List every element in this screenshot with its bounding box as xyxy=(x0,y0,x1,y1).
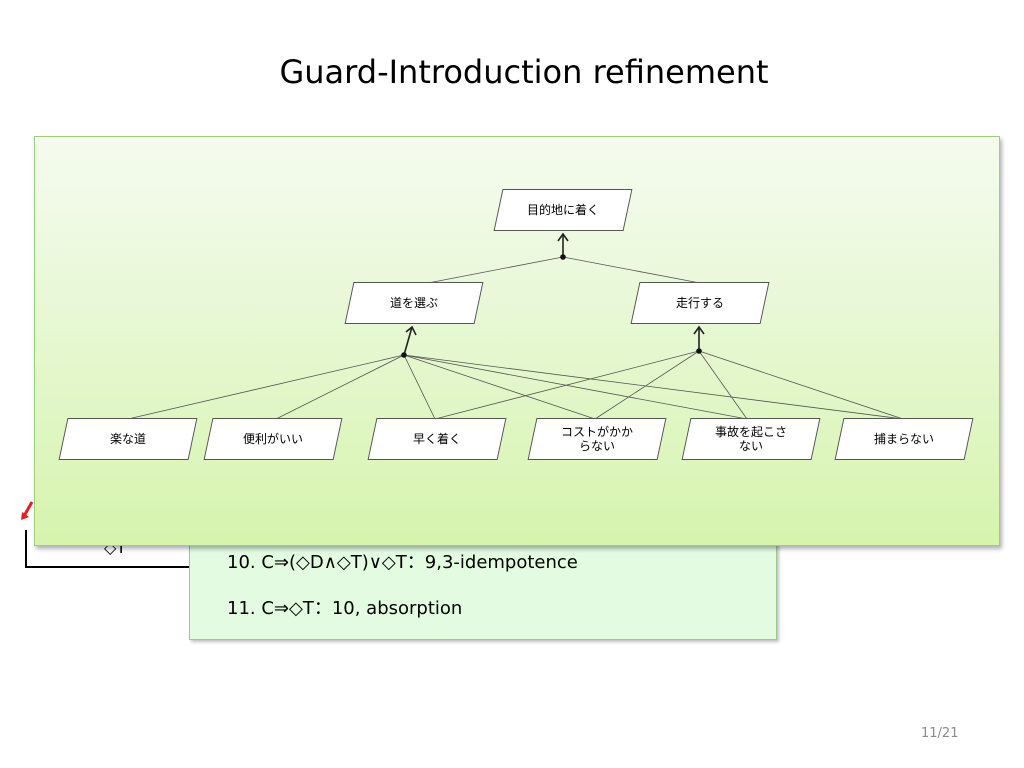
goal-leaf-arrive-early: 早く着く xyxy=(367,418,507,460)
slide-title: Guard-Introduction refinement xyxy=(279,53,769,91)
goal-leaf-label: 事故を起こさ ない xyxy=(714,425,787,453)
diagram-connectors xyxy=(127,232,904,420)
goal-leaf-no-accident: 事故を起こさ ない xyxy=(681,418,821,460)
proof-line-10: 10. C⇒(◇D∧◇T)∨◇T：9,3-idempotence xyxy=(227,552,578,573)
goal-node-choose-road-label: 道を選ぶ xyxy=(389,296,438,310)
page-number: 11/21 xyxy=(921,726,959,741)
goal-leaf-label: 捕まらない xyxy=(873,432,934,446)
goal-node-root-label: 目的地に着く xyxy=(526,203,599,217)
goal-leaf-label: 楽な道 xyxy=(109,432,146,446)
proof-line-11: 11. C⇒◇T：10, absorption xyxy=(227,598,463,619)
goal-leaf-label: コストがかか らない xyxy=(560,425,633,453)
goal-leaf-convenient: 便利がいい xyxy=(203,418,343,460)
goal-diagram-panel: 目的地に着く 道を選ぶ 走行する 楽な道 便利がいい 早く着く コストがかか ら… xyxy=(34,136,1000,546)
goal-leaf-low-cost: コストがかか らない xyxy=(527,418,667,460)
goal-leaf-not-caught: 捕まらない xyxy=(834,418,974,460)
goal-node-drive: 走行する xyxy=(630,282,770,324)
goal-leaf-easy-road: 楽な道 xyxy=(58,418,198,460)
goal-leaf-label: 便利がいい xyxy=(242,432,303,446)
goal-node-drive-label: 走行する xyxy=(675,296,724,310)
red-arrow-icon xyxy=(21,501,34,520)
bracket-line xyxy=(25,530,191,568)
goal-node-root: 目的地に着く xyxy=(493,189,633,231)
goal-node-choose-road: 道を選ぶ xyxy=(344,282,484,324)
goal-leaf-label: 早く着く xyxy=(412,432,461,446)
